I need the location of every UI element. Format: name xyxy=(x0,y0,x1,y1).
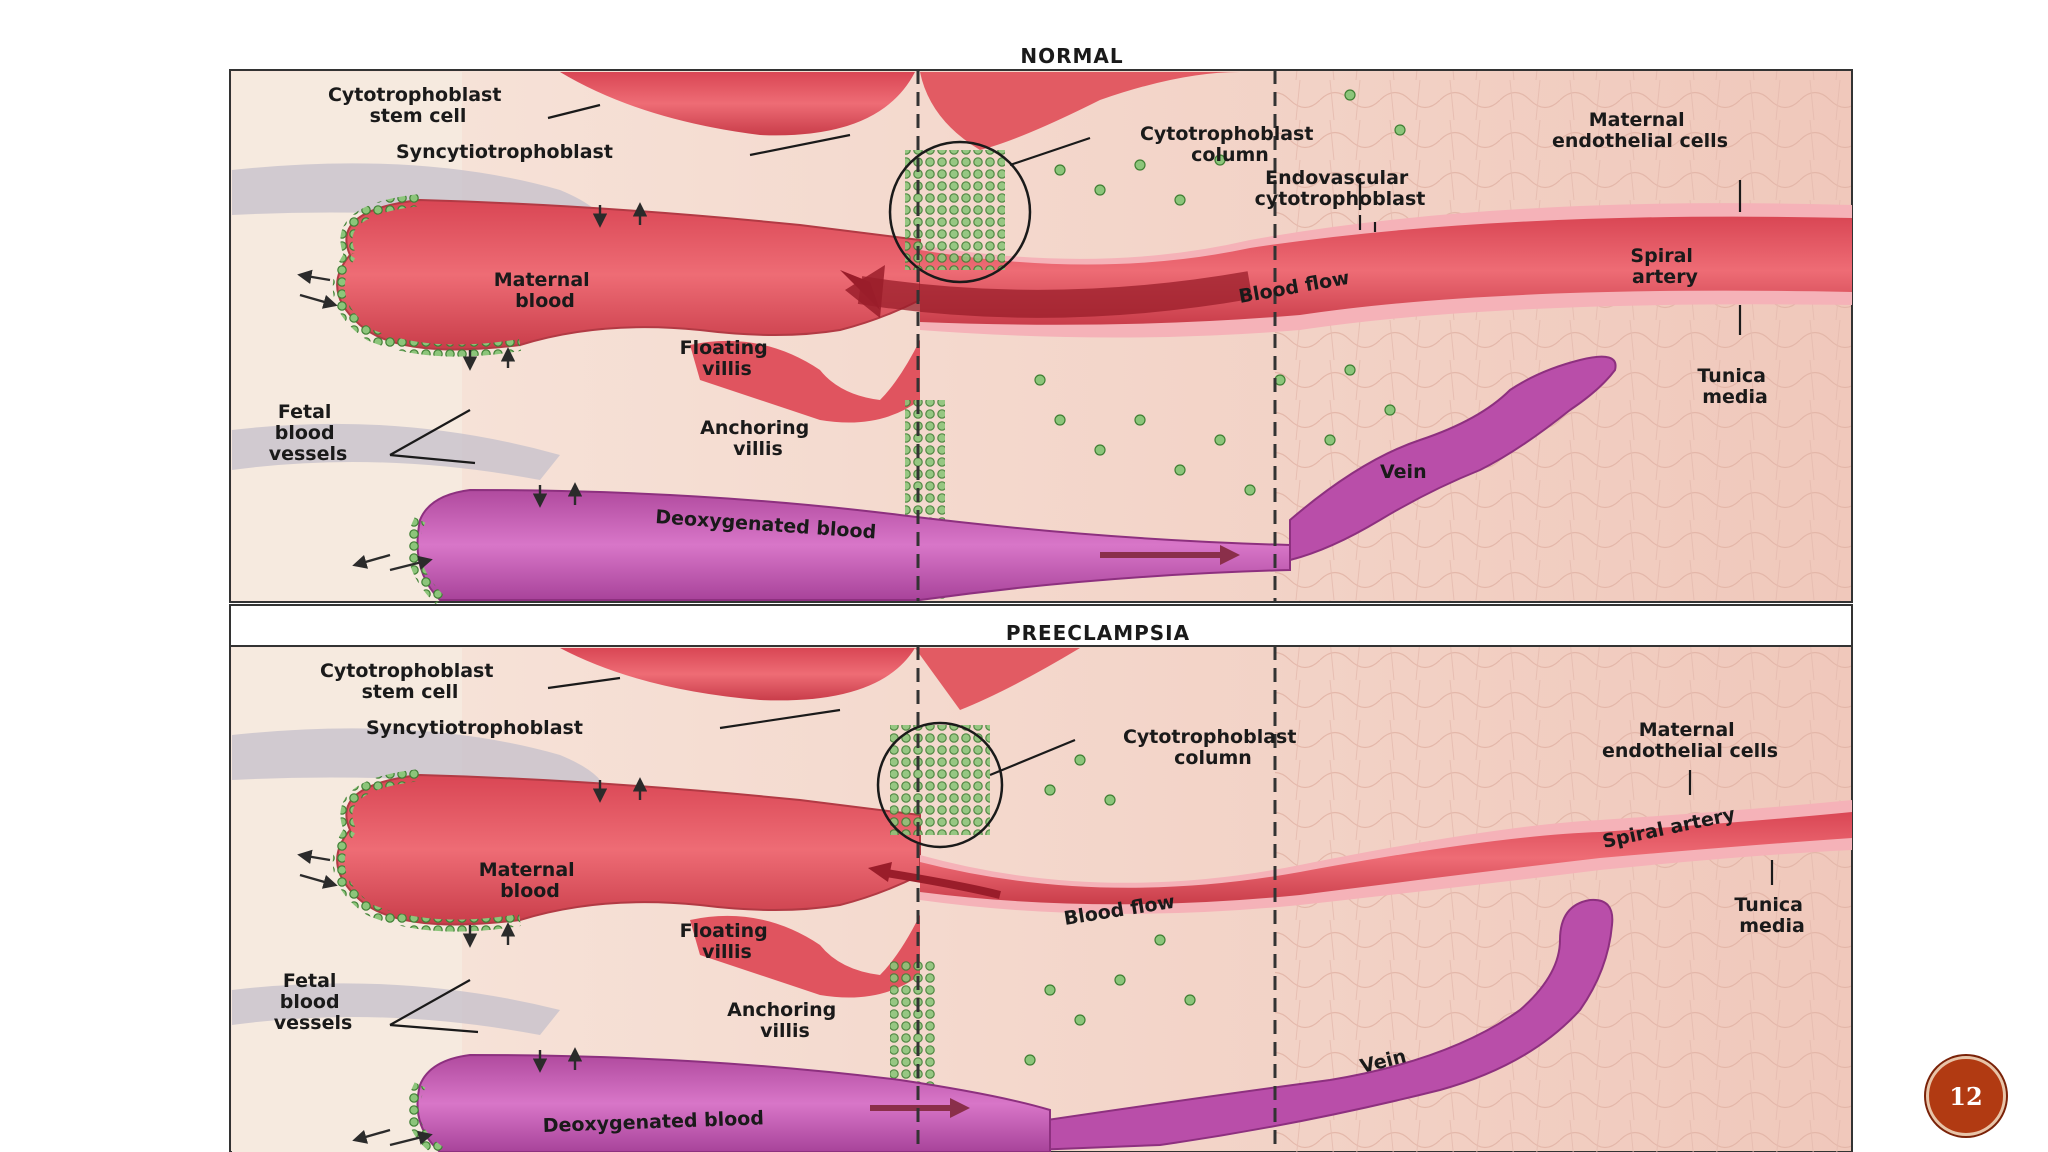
panel-title-preeclampsia: PREECLAMPSIA xyxy=(1006,621,1190,645)
label-endovascular: Endovascular cytotrophoblast xyxy=(1255,167,1426,210)
label-stem-cell: Cytotrophoblast stem cell xyxy=(328,84,508,127)
slide-number: 12 xyxy=(1949,1081,1983,1111)
preeclampsia-panel: PREECLAMPSIA xyxy=(229,604,1853,1152)
label-floating-villis-pre: Floating villis xyxy=(680,920,775,963)
label-endothelial-cells: Maternal endothelial cells xyxy=(1552,109,1728,152)
label-floating-villis: Floating villis xyxy=(680,337,775,380)
label-endothelial-cells-pre: Maternal endothelial cells xyxy=(1602,719,1778,762)
label-anchoring-villis-pre: Anchoring villis xyxy=(727,999,843,1042)
slide-number-badge: 12 xyxy=(1926,1056,2006,1136)
label-tunica-media-pre: Tunica media xyxy=(1734,894,1809,937)
label-fetal-vessels: Fetal blood vessels xyxy=(269,401,348,465)
label-maternal-blood-pre: Maternal blood xyxy=(479,859,582,902)
label-cytotrophoblast-column-pre: Cytotrophoblast column xyxy=(1123,726,1303,769)
label-stem-cell-pre: Cytotrophoblast stem cell xyxy=(320,660,500,703)
label-syncytiotrophoblast-pre: Syncytiotrophoblast xyxy=(366,717,583,739)
label-fetal-vessels-pre: Fetal blood vessels xyxy=(274,970,353,1034)
label-maternal-blood: Maternal blood xyxy=(494,269,597,312)
normal-panel: NORMAL xyxy=(229,44,1853,605)
label-anchoring-villis: Anchoring villis xyxy=(700,417,816,460)
label-cytotrophoblast-column: Cytotrophoblast column xyxy=(1140,123,1320,166)
label-spiral-artery: Spiral artery xyxy=(1630,245,1699,288)
panel-title-normal: NORMAL xyxy=(1020,44,1123,68)
label-tunica-media: Tunica media xyxy=(1697,365,1772,408)
label-vein: Vein xyxy=(1380,461,1427,483)
label-syncytiotrophoblast: Syncytiotrophoblast xyxy=(396,141,613,163)
